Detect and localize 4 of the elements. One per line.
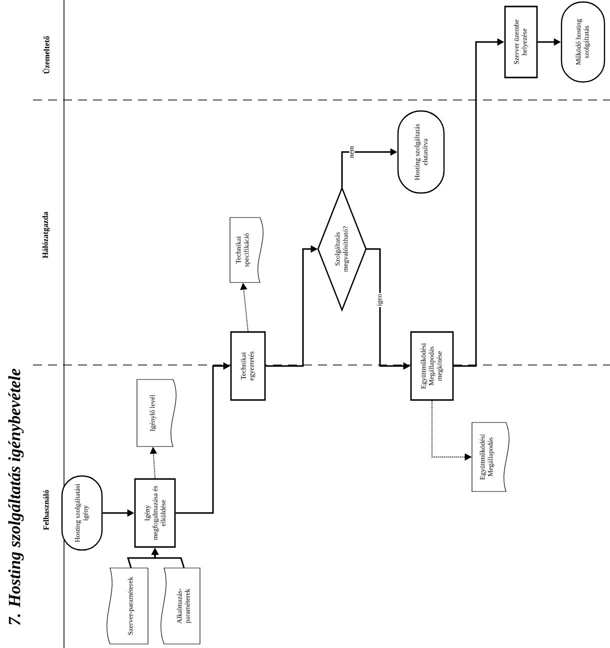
title: 7. Hosting szolgáltatás igénybevétele bbox=[8, 368, 24, 625]
lane-label: Hálózatgazda bbox=[42, 212, 50, 258]
lane-label: Üzemeltető bbox=[42, 36, 50, 74]
lane-label: Felhasználó bbox=[43, 490, 49, 530]
